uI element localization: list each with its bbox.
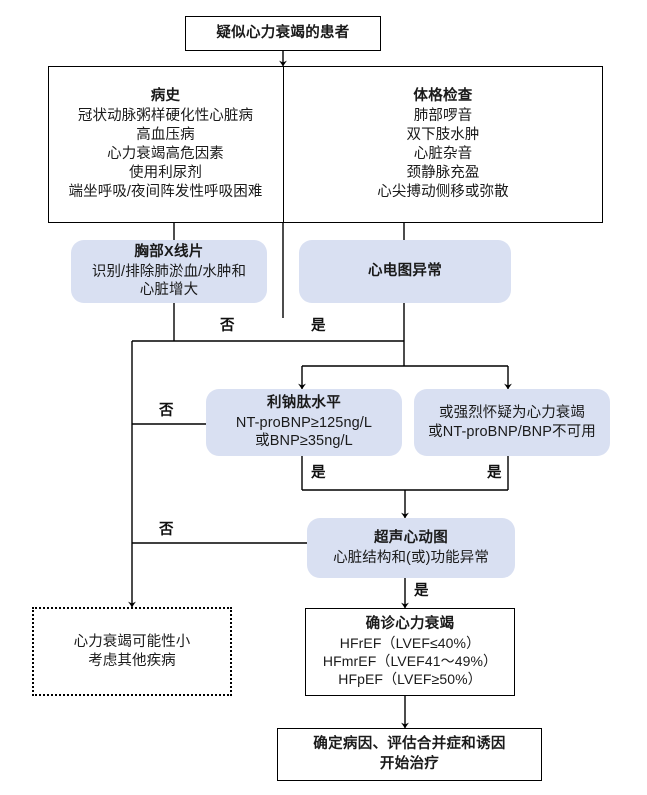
edge-label-bnp-yes: 是 <box>311 465 326 481</box>
node-strong-suspicion[interactable]: 或强烈怀疑为心力衰竭 或NT-proBNP/BNP不可用 <box>414 389 610 456</box>
node-suspected-patient-title: 疑似心力衰竭的患者 <box>216 24 350 41</box>
node-confirmed-heart-failure-line-1: HFrEF（LVEF≤40%） <box>339 634 481 651</box>
edge-label-xray-no: 否 <box>220 318 235 334</box>
edge-label-strong-yes: 是 <box>487 465 502 481</box>
node-ecg-abnormal[interactable]: 心电图异常 <box>299 240 511 303</box>
node-history-line-1: 冠状动脉粥样硬化性心脏病 <box>77 108 254 125</box>
node-history: 病史 冠状动脉粥样硬化性心脏病 高血压病 心力衰竭高危因素 使用利尿剂 端坐呼吸… <box>48 66 283 223</box>
node-heart-failure-unlikely-line-2: 考虑其他疾病 <box>88 652 176 669</box>
node-confirmed-heart-failure-line-2: HFmrEF（LVEF41～49%） <box>322 652 498 669</box>
node-ecg-abnormal-title: 心电图异常 <box>368 262 442 279</box>
node-echocardiogram-title: 超声心动图 <box>374 529 448 546</box>
node-heart-failure-unlikely[interactable]: 心力衰竭可能性小 考虑其他疾病 <box>32 607 232 696</box>
node-suspected-patient[interactable]: 疑似心力衰竭的患者 <box>185 16 381 51</box>
node-strong-suspicion-line-2: 或NT-proBNP/BNP不可用 <box>428 423 596 440</box>
node-strong-suspicion-line-1: 或强烈怀疑为心力衰竭 <box>439 404 585 421</box>
node-history-title: 病史 <box>150 88 181 105</box>
node-natriuretic-peptide-line-2: 或BNP≥35ng/L <box>255 433 353 450</box>
node-chest-xray-line-1: 识别/排除肺淤血/水肿和 <box>91 263 247 280</box>
node-history-line-2: 高血压病 <box>136 127 195 144</box>
node-treatment-line-1: 确定病因、评估合并症和诱因 <box>313 735 506 752</box>
edge-label-ecg-yes: 是 <box>311 318 326 334</box>
node-chest-xray[interactable]: 胸部X线片 识别/排除肺淤血/水肿和 心脏增大 <box>71 240 267 303</box>
node-confirmed-heart-failure-line-3: HFpEF（LVEF≥50%） <box>338 670 482 687</box>
node-treatment-line-2: 开始治疗 <box>379 755 440 772</box>
node-chest-xray-title: 胸部X线片 <box>134 244 204 261</box>
node-natriuretic-peptide-line-1: NT-proBNP≥125ng/L <box>235 414 373 431</box>
node-physical-exam-line-4: 颈静脉充盈 <box>406 164 480 181</box>
node-physical-exam-line-2: 双下肢水肿 <box>406 127 480 144</box>
node-physical-exam-title: 体格检查 <box>413 88 473 105</box>
node-physical-exam-line-3: 心脏杂音 <box>413 146 473 162</box>
edge-label-bnp-no: 否 <box>159 403 174 419</box>
node-physical-exam-line-1: 肺部啰音 <box>413 108 473 125</box>
node-physical-exam: 体格检查 肺部啰音 双下肢水肿 心脏杂音 颈静脉充盈 心尖搏动侧移或弥散 <box>283 66 603 223</box>
node-physical-exam-line-5: 心尖搏动侧移或弥散 <box>377 183 509 200</box>
node-natriuretic-peptide-title: 利钠肽水平 <box>267 395 341 412</box>
node-confirmed-heart-failure-title: 确诊心力衰竭 <box>365 616 455 633</box>
node-heart-failure-unlikely-line-1: 心力衰竭可能性小 <box>73 633 191 650</box>
node-natriuretic-peptide[interactable]: 利钠肽水平 NT-proBNP≥125ng/L 或BNP≥35ng/L <box>206 389 402 456</box>
node-assessment[interactable] <box>48 66 603 223</box>
node-history-line-3: 心力衰竭高危因素 <box>107 146 224 162</box>
node-treatment[interactable]: 确定病因、评估合并症和诱因 开始治疗 <box>277 728 542 781</box>
node-echocardiogram[interactable]: 超声心动图 心脏结构和(或)功能异常 <box>307 518 515 578</box>
edge-label-echo-no: 否 <box>159 522 174 538</box>
assessment-divider <box>283 66 285 223</box>
node-confirmed-heart-failure[interactable]: 确诊心力衰竭 HFrEF（LVEF≤40%） HFmrEF（LVEF41～49%… <box>305 608 515 696</box>
node-history-line-4: 使用利尿剂 <box>129 164 202 181</box>
edge-label-echo-yes: 是 <box>414 583 429 599</box>
node-chest-xray-line-2: 心脏增大 <box>139 282 199 299</box>
node-echocardiogram-line-1: 心脏结构和(或)功能异常 <box>333 549 489 566</box>
node-history-line-5: 端坐呼吸/夜间阵发性呼吸困难 <box>68 183 263 200</box>
